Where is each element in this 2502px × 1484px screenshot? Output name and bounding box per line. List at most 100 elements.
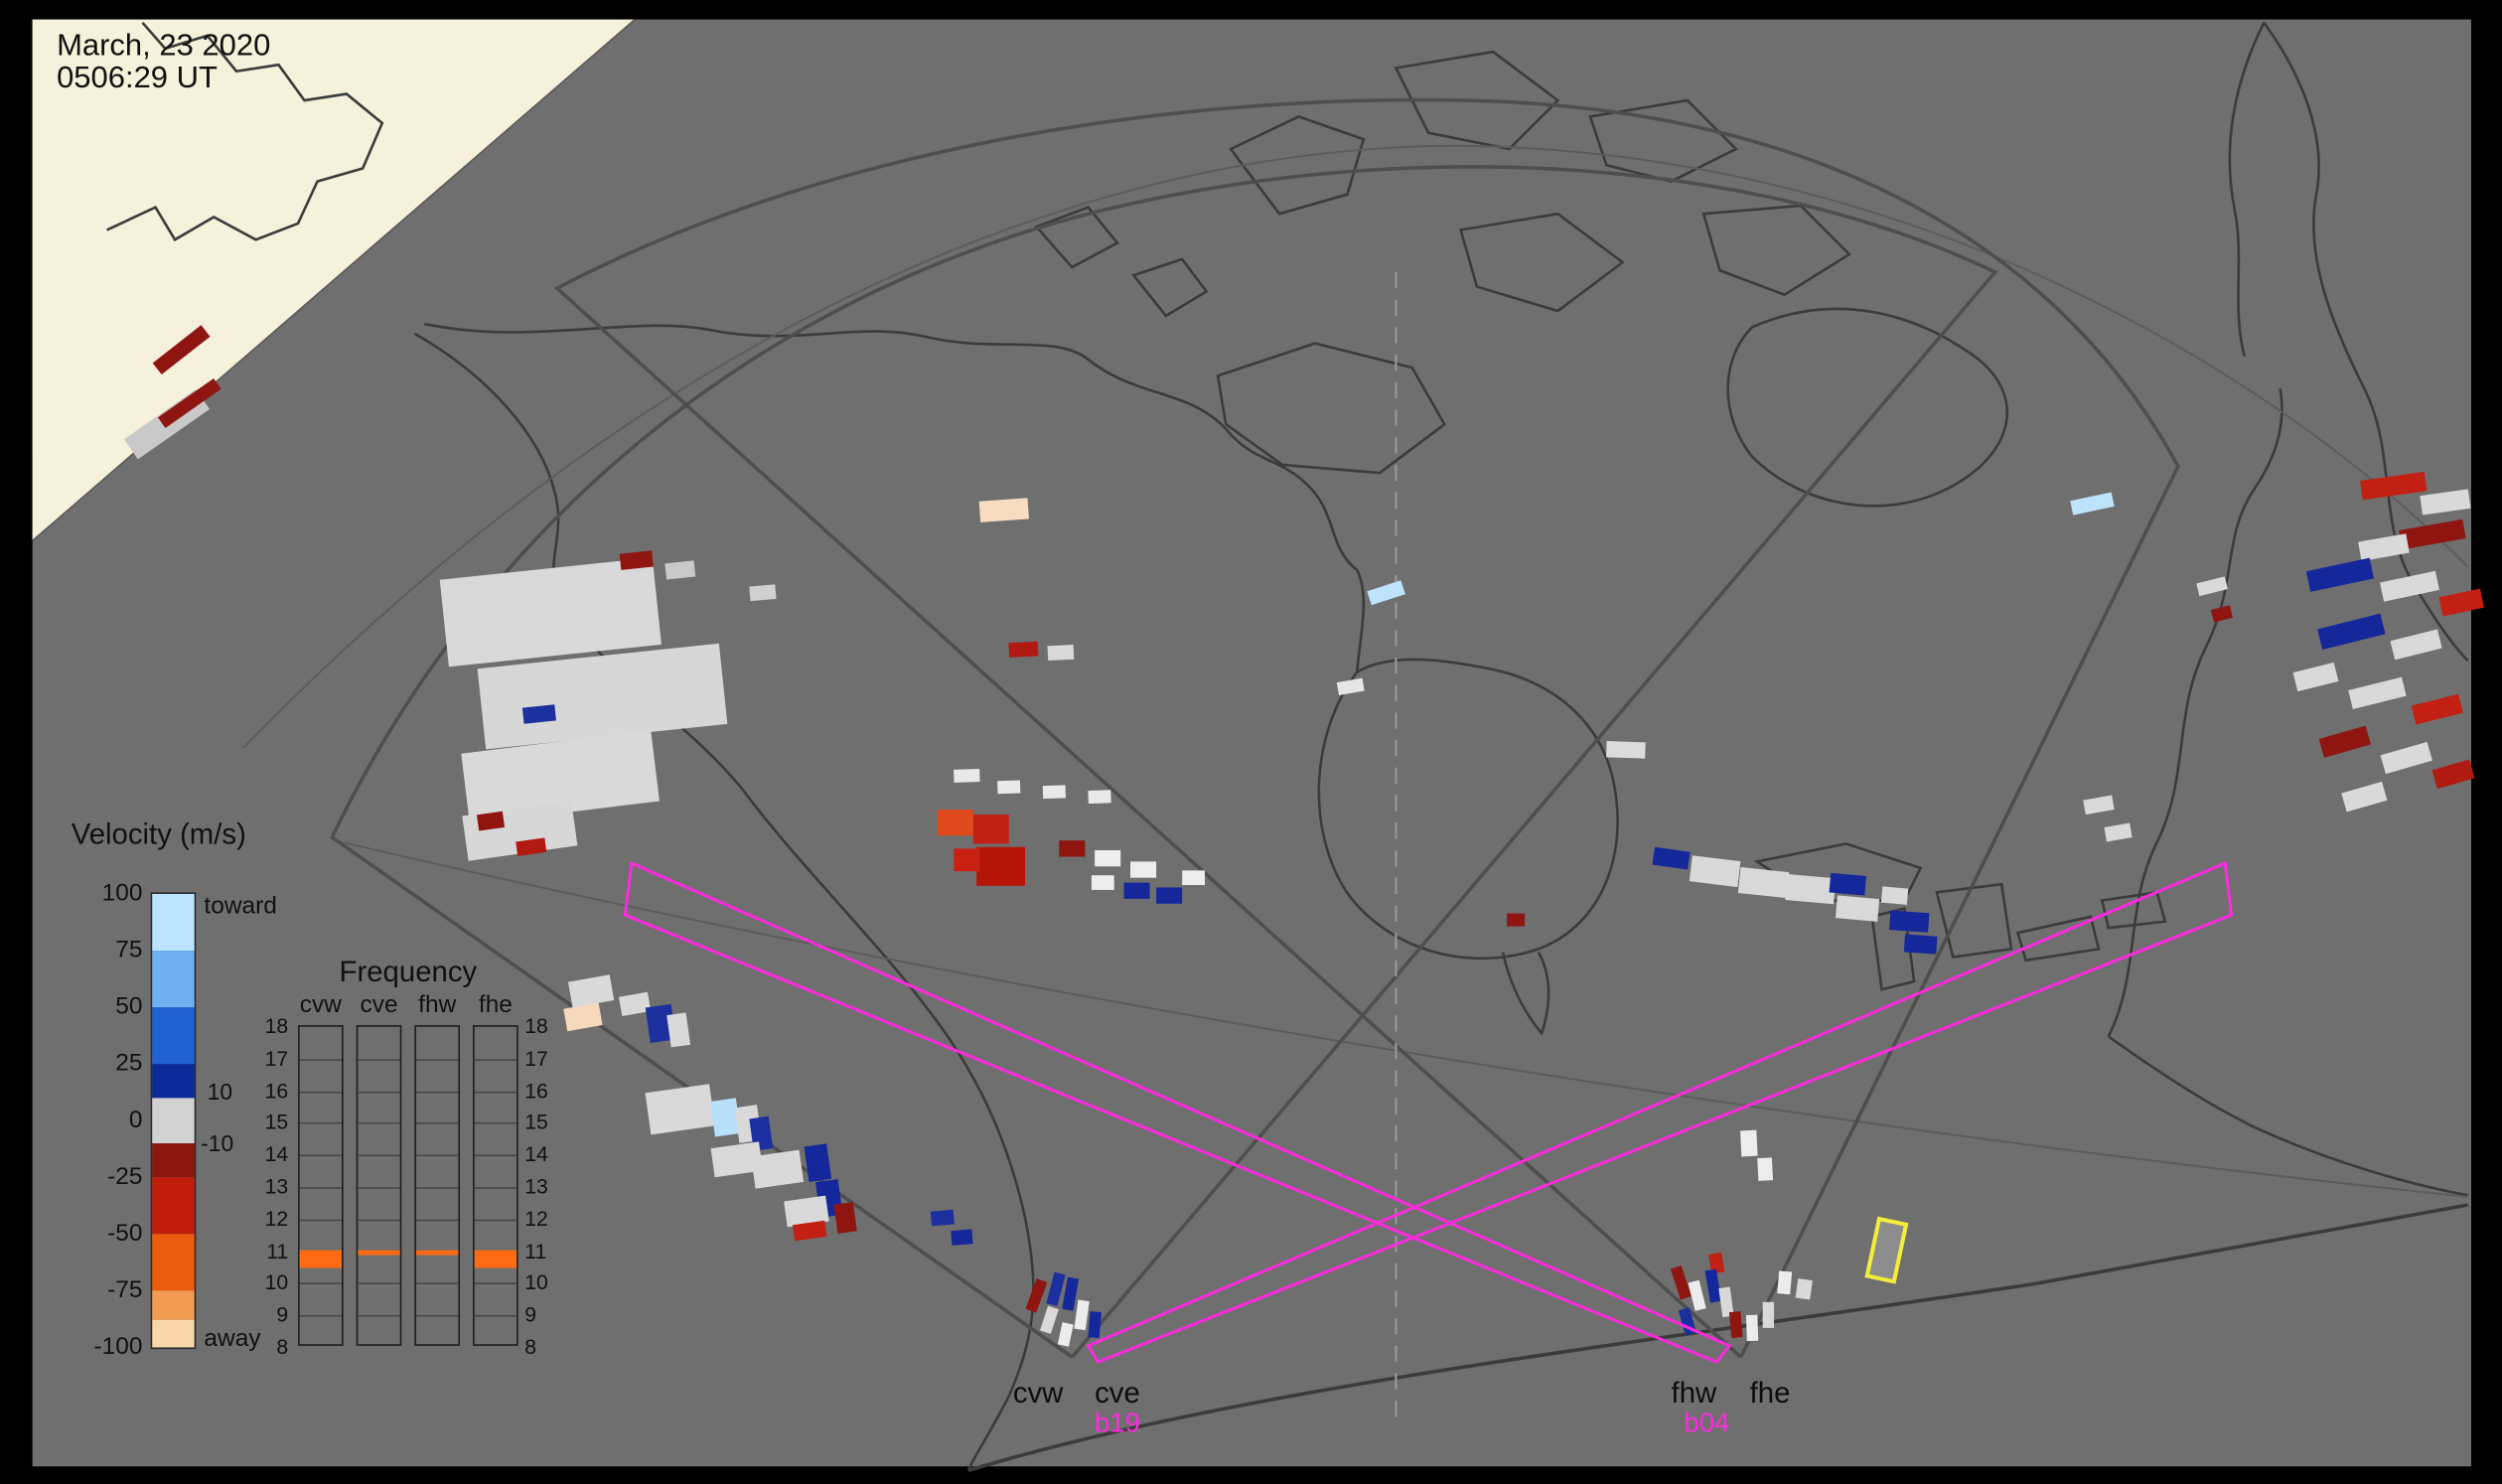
velocity-tick-label: -50 xyxy=(107,1219,143,1248)
echo-cell xyxy=(954,768,980,783)
echo-cell xyxy=(476,811,506,831)
echo-cell xyxy=(1025,1278,1048,1313)
echo-cell xyxy=(2358,533,2410,561)
frequency-gridline xyxy=(474,1282,517,1285)
echo-cell xyxy=(1688,1279,1706,1311)
velocity-colorbar-segment xyxy=(152,893,195,952)
coastline-siberia xyxy=(106,21,384,242)
site-label-cvw: cvw xyxy=(1012,1376,1064,1410)
echo-cell xyxy=(1182,870,1206,886)
echo-cell xyxy=(1652,846,1691,870)
frequency-gridline xyxy=(299,1282,343,1285)
frequency-scale-label-left: 16 xyxy=(264,1078,289,1103)
echo-cell xyxy=(1880,886,1909,905)
frequency-gridline xyxy=(474,1187,517,1189)
echo-cell xyxy=(749,584,777,602)
echo-cell xyxy=(2317,613,2386,651)
velocity-colorbar-segment xyxy=(152,1320,195,1348)
echo-cell xyxy=(1689,855,1741,888)
echo-cell xyxy=(1008,641,1039,658)
coastline-arctic xyxy=(423,322,1366,672)
echo-cell xyxy=(710,1098,741,1137)
frequency-scale-label-right: 18 xyxy=(524,1013,548,1039)
echo-cell xyxy=(1074,1299,1090,1331)
frequency-scale-label-right: 14 xyxy=(524,1141,548,1167)
velocity-tick-label: -100 xyxy=(93,1332,143,1361)
frequency-scale-label-right: 16 xyxy=(524,1078,548,1103)
frequency-gridline xyxy=(474,1219,517,1221)
echo-cell xyxy=(1835,895,1880,922)
velocity-tick-label: 0 xyxy=(128,1106,143,1134)
frequency-scale-label-right: 8 xyxy=(524,1334,537,1359)
echo-cell xyxy=(619,550,654,570)
frequency-scale-label-right: 17 xyxy=(524,1045,548,1071)
coastline-pacific xyxy=(413,332,1035,1471)
echo-cell xyxy=(1740,1129,1758,1157)
echo-cell xyxy=(1708,1252,1725,1274)
echo-cell xyxy=(2292,662,2339,692)
frequency-scale-label-left: 12 xyxy=(264,1206,289,1231)
frequency-gridline xyxy=(358,1122,400,1125)
arctic-island xyxy=(1131,257,1209,318)
velocity-tick-label: -75 xyxy=(107,1275,143,1304)
frequency-gridline xyxy=(299,1122,343,1125)
site-label-fhw: fhw xyxy=(1671,1376,1717,1410)
echo-cell xyxy=(1367,580,1405,606)
arctic-island xyxy=(1701,204,1851,297)
echo-cell xyxy=(2380,741,2432,775)
frequency-gridline xyxy=(358,1282,400,1285)
frequency-col-header-fhw: fhw xyxy=(418,990,457,1019)
velocity-legend-title: Velocity (m/s) xyxy=(71,817,246,850)
frequency-gridline xyxy=(358,1058,400,1061)
frequency-col-header-fhe: fhe xyxy=(478,990,513,1019)
echo-cell xyxy=(1042,785,1067,800)
echo-cell xyxy=(1728,1311,1743,1339)
frequency-scale-label-right: 11 xyxy=(524,1238,547,1263)
beam-layer xyxy=(623,860,2234,1364)
echo-cell xyxy=(1047,645,1075,662)
frequency-gridline xyxy=(474,1122,517,1125)
victoria-island xyxy=(1216,342,1447,475)
velocity-colorbar-segment xyxy=(152,1098,195,1144)
map-background xyxy=(32,19,2471,1467)
echo-cell xyxy=(157,377,221,428)
frequency-marker-fhe xyxy=(474,1250,517,1269)
frequency-column-fhw xyxy=(414,1025,461,1346)
frequency-scale-label-left: 13 xyxy=(264,1174,289,1199)
coastline-labrador xyxy=(2107,388,2283,1038)
upper-threshold-label: 10 xyxy=(207,1078,233,1105)
echo-cell xyxy=(1507,913,1526,927)
echo-cell xyxy=(1889,910,1930,933)
timestamp: March, 23 2020 0506:29 UT xyxy=(57,30,270,95)
echo-cell xyxy=(666,1012,691,1048)
beam-label-b19: b19 xyxy=(1094,1407,1141,1438)
echo-cell xyxy=(1059,840,1086,857)
echo-cell xyxy=(152,325,211,375)
frequency-scale-label-left: 14 xyxy=(264,1141,289,1167)
beam-b04-outline xyxy=(623,860,1732,1364)
velocity-colorbar-segment xyxy=(152,1143,195,1178)
echo-cell xyxy=(461,730,660,824)
frequency-gridline xyxy=(416,1154,459,1157)
radar-fov-fh xyxy=(553,97,2180,1359)
echo-cell xyxy=(710,1141,764,1178)
beam-b19-outline xyxy=(1086,860,2234,1364)
frequency-gridline xyxy=(474,1091,517,1093)
echo-cell xyxy=(1737,867,1790,899)
echo-cell xyxy=(2083,795,2115,816)
velocity-tick-label: 75 xyxy=(115,936,143,965)
arctic-island xyxy=(1034,206,1119,269)
graticule-layer xyxy=(241,144,2469,1198)
frequency-gridline xyxy=(474,1315,517,1317)
echo-cell xyxy=(1777,1270,1793,1295)
echo-cell xyxy=(2360,471,2428,501)
frequency-scale-label-left: 18 xyxy=(264,1013,289,1039)
echo-cell xyxy=(2070,492,2115,516)
echo-cell xyxy=(951,1229,973,1246)
echo-cell xyxy=(645,1003,676,1043)
frequency-gridline xyxy=(299,1154,343,1157)
velocity-tick-label: 50 xyxy=(115,992,143,1021)
frequency-gridline xyxy=(416,1091,459,1093)
echo-cell xyxy=(2399,519,2466,550)
